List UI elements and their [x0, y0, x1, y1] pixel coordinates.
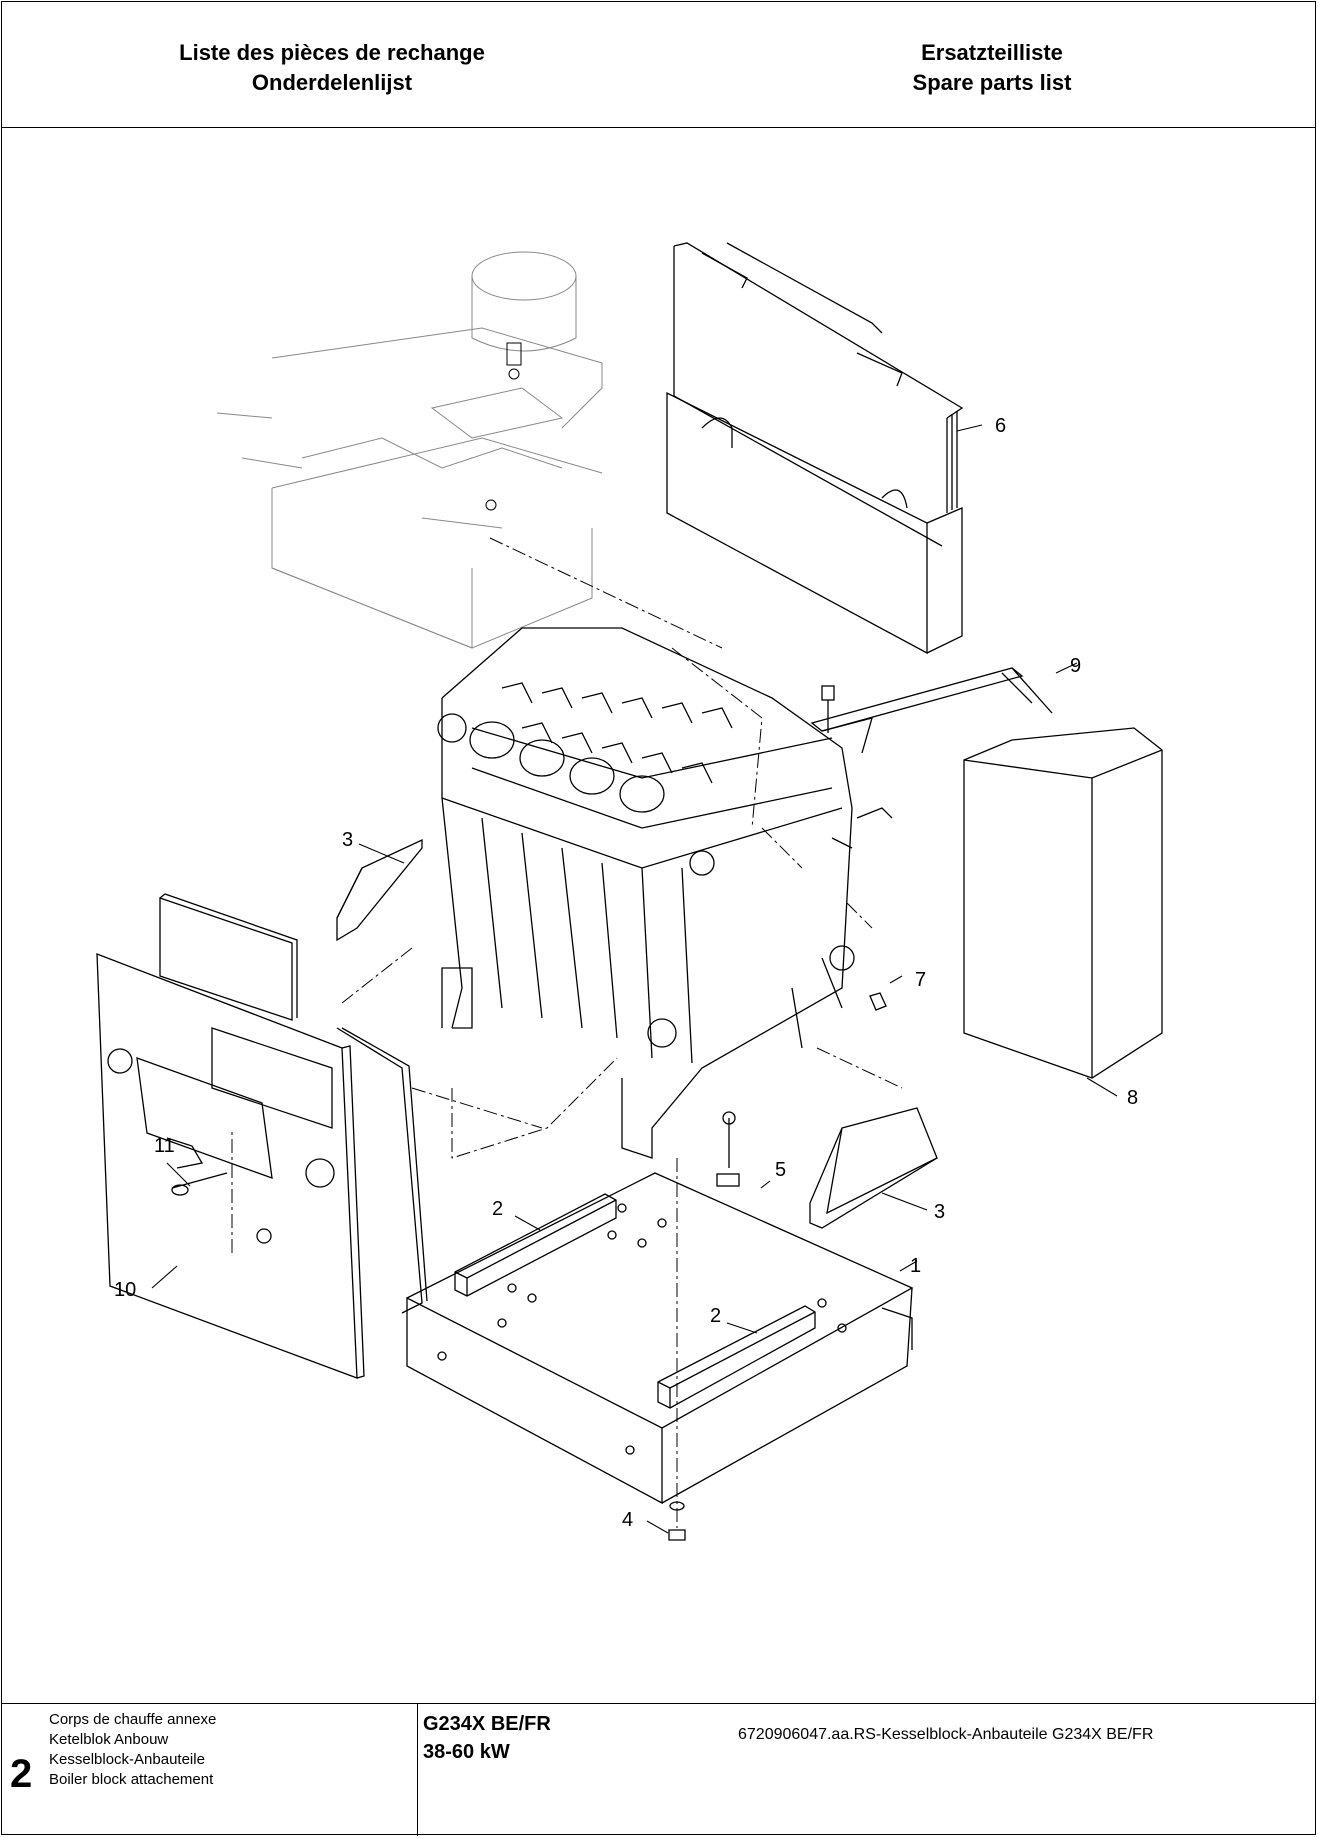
model-info: G234X BE/FR 38-60 kW	[423, 1710, 551, 1766]
exploded-drawing: 6 9 3 7 8 5 3 2 2 1 4 10 11 6720906047.a…	[2, 128, 1315, 1743]
part-10-front-panel	[96, 953, 365, 1379]
part-2-rail-left	[454, 1193, 617, 1297]
footer-section: 2 Corps de chauffe annexe Ketelblok Anbo…	[2, 1704, 418, 1836]
part-11-cover	[136, 1027, 333, 1196]
part-3-insulation-left	[336, 838, 423, 942]
header: Liste des pièces de rechange Onderdelenl…	[2, 2, 1315, 128]
part-9-bracket	[810, 667, 1053, 754]
assembly-lines	[231, 537, 903, 1528]
callout-5: 5	[775, 1159, 786, 1181]
section-titles: Corps de chauffe annexe Ketelblok Anbouw…	[49, 1710, 216, 1790]
section-title-de: Kesselblock-Anbauteile	[49, 1751, 205, 1768]
boiler-block	[437, 627, 893, 1159]
callout-8: 8	[1127, 1087, 1138, 1109]
part-5-clip	[716, 1111, 740, 1187]
part-8-insulation-block	[963, 727, 1163, 1079]
callout-3-left: 3	[342, 829, 353, 851]
section-title-nl: Ketelblok Anbouw	[49, 1731, 169, 1748]
callout-2-right: 2	[710, 1305, 721, 1327]
part-1-base-frame	[405, 1172, 914, 1505]
header-title-de: Ersatzteilliste	[921, 40, 1063, 65]
callout-10: 10	[114, 1279, 136, 1301]
part-10-insulation-stack	[159, 893, 428, 1314]
header-title-fr: Liste des pièces de rechange	[179, 40, 485, 65]
model-power: 38-60 kW	[423, 1741, 510, 1763]
part-6-casing-panel	[666, 242, 964, 655]
callout-4: 4	[622, 1509, 633, 1531]
footer: 2 Corps de chauffe annexe Ketelblok Anbo…	[2, 1703, 1315, 1836]
header-right: Ersatzteilliste Spare parts list	[822, 38, 1162, 98]
section-title-fr: Corps de chauffe annexe	[49, 1711, 217, 1728]
callout-11: 11	[154, 1135, 175, 1157]
callout-2-left: 2	[492, 1198, 503, 1220]
model-name: G234X BE/FR	[423, 1713, 551, 1735]
drawing-reference: 6720906047.aa.RS-Kesselblock-Anbauteile …	[738, 1726, 1154, 1743]
callout-9: 9	[1070, 655, 1081, 677]
header-left: Liste des pièces de rechange Onderdelenl…	[142, 38, 522, 98]
callout-6: 6	[995, 415, 1006, 437]
callout-3-right: 3	[934, 1201, 945, 1223]
part-2-rail-right	[657, 1305, 816, 1409]
callout-7: 7	[915, 969, 926, 991]
callout-leaders	[151, 424, 1118, 1534]
part-3-insulation-right	[809, 1107, 938, 1229]
part-7-clip	[869, 992, 887, 1011]
burner-assembly	[216, 251, 603, 649]
header-title-nl: Onderdelenlijst	[251, 70, 413, 95]
section-number: 2	[10, 1752, 33, 1796]
exploded-view-svg: 6 9 3 7 8 5 3 2 2 1 4 10 11	[96, 242, 1163, 1541]
callout-1: 1	[910, 1255, 921, 1277]
section-title-en: Boiler block attachement	[49, 1771, 214, 1788]
header-title-en: Spare parts list	[912, 70, 1072, 95]
